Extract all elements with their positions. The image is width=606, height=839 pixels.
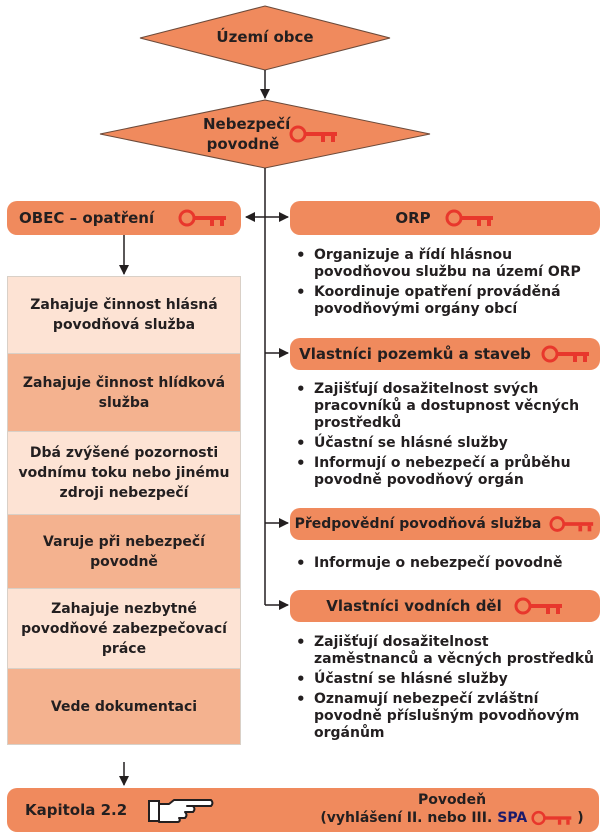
list-item: Organizuje a řídí hlásnou povodňovou slu… [296, 247, 596, 281]
key-icon [549, 516, 594, 532]
landowners-header: Vlastníci pozemků a staveb [290, 338, 600, 370]
key-icon [178, 209, 227, 227]
list-item: Informuje o nebezpečí povodně [296, 555, 596, 572]
step-item: Zahajuje činnost hlásná povodňová služba [7, 276, 241, 354]
orp-header: ORP [290, 201, 600, 235]
landowners-title: Vlastníci pozemků a staveb [299, 345, 531, 363]
orp-title: ORP [395, 209, 431, 227]
key-icon [289, 125, 337, 143]
declaration-pre: (vyhlášení II. nebo III. [320, 810, 493, 826]
key-icon [514, 597, 562, 615]
step-item: Zahajuje činnost hlídková služba [7, 354, 241, 432]
list-item: Informují o nebezpečí a průběhu povodně … [296, 455, 596, 489]
flood-declaration: Povodeň (vyhlášení II. nebo III. SPA ) [307, 791, 597, 827]
step-item: Varuje při nebezpečí povodně [7, 515, 241, 589]
list-item: Účastní se hlásné služby [296, 435, 596, 452]
step-item: Dbá zvýšené pozornosti vodnímu toku nebo… [7, 432, 241, 515]
dam-owners-title: Vlastníci vodních děl [326, 597, 502, 615]
list-item: Účastní se hlásné služby [296, 671, 596, 688]
list-item: Oznamují nebezpečí zvláštní povodně přís… [296, 691, 596, 742]
forecast-header: Předpovědní povodňová služba [290, 508, 600, 540]
list-item: Zajišťují dosažitelnost svých pracovníků… [296, 381, 596, 432]
danger-label-group: Nebezpečí povodně [196, 112, 346, 156]
danger-label: Nebezpečí povodně [203, 115, 291, 153]
key-icon [541, 345, 589, 363]
obec-header: OBEC – opatření [7, 201, 241, 235]
flood-title: Povodeň [417, 792, 487, 808]
spa-label: SPA [497, 810, 528, 826]
declaration-line: (vyhlášení II. nebo III. SPA ) [307, 809, 597, 827]
chapter-link[interactable]: Kapitola 2.2 [25, 801, 128, 819]
obec-steps: Zahajuje činnost hlásná povodňová služba… [7, 276, 241, 745]
forecast-title: Předpovědní povodňová služba [294, 516, 542, 532]
key-icon [445, 209, 493, 227]
step-item: Vede dokumentaci [7, 669, 241, 745]
landowners-bullets: Zajišťují dosažitelnost svých pracovníků… [296, 381, 596, 492]
list-item: Zajišťují dosažitelnost zaměstnanců a vě… [296, 634, 596, 668]
dam-owners-header: Vlastníci vodních děl [290, 590, 600, 622]
pointing-hand-icon [148, 799, 214, 823]
obec-title: OBEC – opatření [19, 209, 155, 227]
forecast-bullets: Informuje o nebezpečí povodně [296, 555, 596, 575]
territory-label: Území obce [216, 28, 314, 46]
key-icon [531, 810, 572, 826]
orp-bullets: Organizuje a řídí hlásnou povodňovou slu… [296, 247, 596, 321]
step-item: Zahajuje nezbytné povodňové zabezpečovac… [7, 589, 241, 669]
footer-bar: Kapitola 2.2 Povodeň (vyhlášení II. nebo… [7, 788, 599, 832]
declaration-post: ) [577, 810, 584, 826]
dam-owners-bullets: Zajišťují dosažitelnost zaměstnanců a vě… [296, 634, 596, 745]
list-item: Koordinuje opatření prováděná povodňovým… [296, 284, 596, 318]
